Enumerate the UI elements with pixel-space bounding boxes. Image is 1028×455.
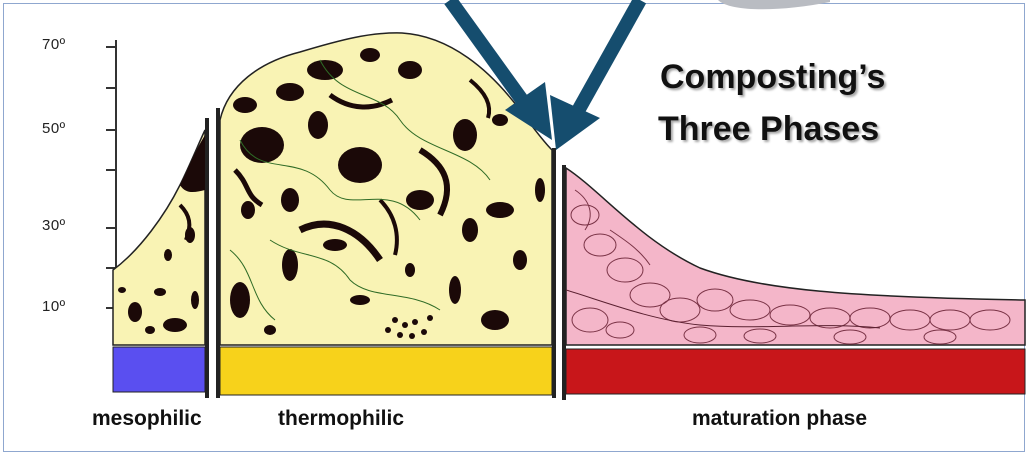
tick-label-70: 70º [42, 36, 66, 53]
phase-divider [216, 108, 220, 398]
maturation-phase-bar [566, 349, 1025, 394]
tick-label-10: 10º [42, 298, 66, 315]
top-gray-shape [718, 0, 830, 9]
phase-divider [552, 148, 556, 398]
phase-label-maturation: maturation phase [692, 407, 867, 431]
right-arrow [574, 0, 640, 118]
tick-label-30: 30º [42, 217, 66, 234]
phase-label-mesophilic: mesophilic [92, 407, 202, 431]
thermophilic-bar [220, 347, 552, 395]
mesophilic-bar [113, 347, 205, 392]
tick-label-50: 50º [42, 120, 66, 137]
diagram-title-line-2: Three Phases [658, 110, 879, 149]
diagram-title-line-1: Composting’s [660, 58, 885, 97]
phase-divider [562, 165, 566, 400]
mesophilic-compost-hump [113, 130, 205, 345]
phase-divider [205, 118, 209, 398]
phase-label-thermophilic: thermophilic [278, 407, 404, 431]
maturation-compost-hump [566, 168, 1025, 345]
